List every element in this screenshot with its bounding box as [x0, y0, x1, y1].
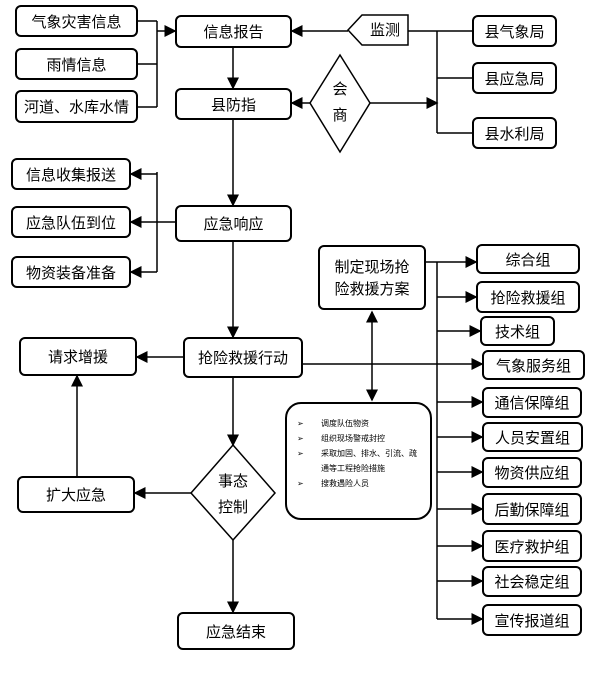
task-text: 采取加固、排水、引流、疏通等工程抢险措施	[321, 449, 417, 473]
group-medical: 医疗救护组	[482, 530, 582, 562]
group-supply: 物资供应组	[482, 457, 582, 488]
rescue-plan: 制定现场抢险救援方案	[318, 245, 426, 310]
group-technical: 技术组	[480, 316, 555, 346]
task-item: ➢ 调度队伍物资	[297, 416, 424, 431]
control-diamond	[189, 443, 277, 542]
consult-label: 会商	[332, 80, 348, 124]
agency-weather: 县气象局	[472, 15, 557, 47]
task-text: 调度队伍物资	[321, 419, 369, 428]
task-list: ➢调度队伍物资 ➢组织现场警戒封控 ➢采取加固、排水、引流、疏通等工程抢险措施 …	[285, 402, 432, 520]
group-social-stability: 社会稳定组	[482, 566, 582, 597]
group-publicity: 宣传报道组	[482, 604, 582, 636]
agency-emergency: 县应急局	[472, 62, 557, 94]
info-report: 信息报告	[175, 15, 292, 48]
bullet-icon: ➢	[297, 479, 304, 488]
expand-emergency: 扩大应急	[17, 476, 135, 513]
bullet-icon: ➢	[297, 434, 304, 443]
group-resettlement: 人员安置组	[482, 422, 583, 452]
group-communication: 通信保障组	[482, 387, 582, 418]
monitor-shape	[346, 14, 409, 46]
control-label: 事态控制	[217, 472, 248, 516]
prep-info: 信息收集报送	[11, 158, 131, 190]
info-source-rain: 雨情信息	[15, 48, 138, 80]
prep-team: 应急队伍到位	[11, 206, 131, 238]
rescue-action: 抢险救援行动	[183, 337, 303, 378]
bullet-icon: ➢	[297, 419, 304, 428]
agency-water: 县水利局	[472, 117, 557, 149]
prep-materials: 物资装备准备	[11, 256, 131, 288]
task-text: 组织现场警戒封控	[321, 434, 385, 443]
task-text: 搜救遇险人员	[321, 479, 369, 488]
info-source-water: 河道、水库水情	[15, 90, 138, 123]
bullet-icon: ➢	[297, 449, 304, 458]
request-reinforcement: 请求增援	[19, 337, 137, 376]
emergency-end: 应急结束	[177, 612, 295, 650]
task-item: ➢ 搜救遇险人员	[297, 476, 424, 491]
info-source-weather: 气象灾害信息	[15, 5, 138, 37]
group-weather: 气象服务组	[482, 350, 585, 380]
group-logistics: 后勤保障组	[482, 493, 582, 525]
group-general: 综合组	[476, 244, 580, 274]
consult-diamond	[309, 53, 371, 154]
group-rescue: 抢险救援组	[476, 281, 580, 313]
emergency-response: 应急响应	[175, 205, 292, 242]
monitor-label: 监测	[369, 21, 400, 39]
task-item: ➢ 组织现场警戒封控	[297, 431, 424, 446]
command-center: 县防指	[175, 88, 292, 120]
task-item: ➢ 采取加固、排水、引流、疏通等工程抢险措施	[297, 446, 424, 476]
